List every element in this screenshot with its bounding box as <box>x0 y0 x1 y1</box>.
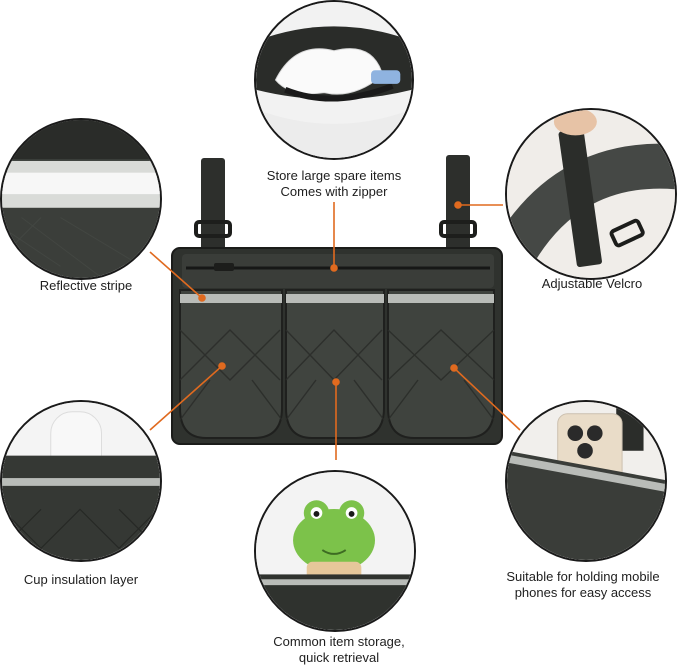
callout-common-item-storage: Common item storage, quick retrieval <box>244 634 434 666</box>
callout-right-bottom-line2: phones for easy access <box>514 585 652 600</box>
callout-right-top-text: Adjustable Velcro <box>541 276 643 291</box>
right-strap <box>439 155 477 258</box>
callout-bottom-line1: Common item storage, <box>273 634 405 649</box>
pocket-center <box>285 289 385 439</box>
left-strap <box>194 158 232 258</box>
callout-adjustable-velcro: Adjustable Velcro <box>506 276 678 292</box>
callout-left-bottom-text: Cup insulation layer <box>23 572 139 587</box>
detail-phone-pocket <box>505 400 667 562</box>
callout-top-line1: Store large spare items <box>266 168 402 183</box>
detail-common-item-storage <box>254 470 416 632</box>
detail-adjustable-velcro <box>505 108 677 280</box>
callout-phone-pocket: Suitable for holding mobile phones for e… <box>489 569 677 601</box>
callout-bottom-line2: quick retrieval <box>298 650 380 665</box>
callout-left-top-text: Reflective stripe <box>39 278 133 293</box>
pocket-right <box>387 289 495 439</box>
callout-cup-insulation: Cup insulation layer <box>0 572 162 588</box>
callout-top-line2: Comes with zipper <box>280 184 388 199</box>
callout-store-large-items: Store large spare items Comes with zippe… <box>239 168 429 200</box>
callout-reflective-stripe: Reflective stripe <box>0 278 172 294</box>
detail-zipper-compartment <box>254 0 414 160</box>
callout-right-bottom-line1: Suitable for holding mobile <box>506 569 660 584</box>
detail-cup-insulation <box>0 400 162 562</box>
detail-reflective-stripe <box>0 118 162 280</box>
